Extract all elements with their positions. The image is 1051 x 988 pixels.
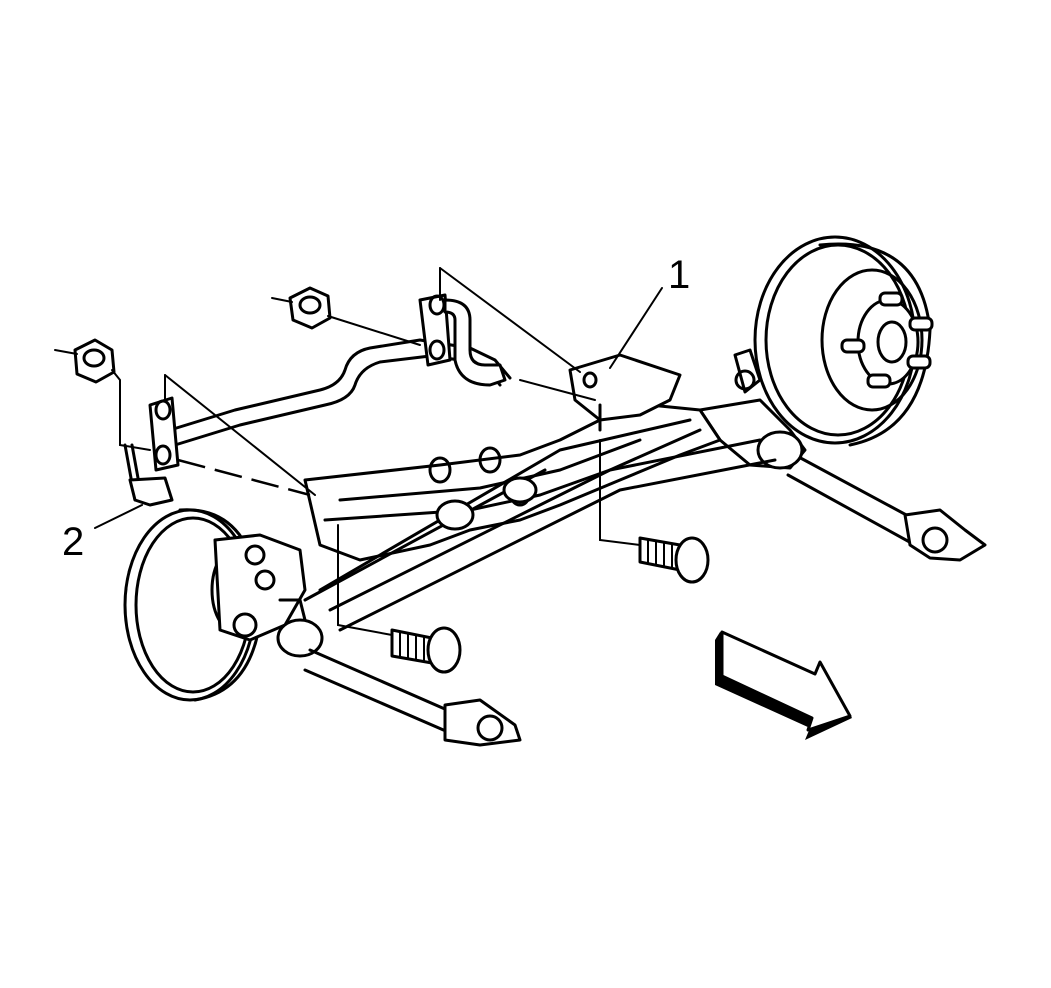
callout-2: 2: [62, 504, 143, 564]
callout-label-1: 1: [668, 253, 690, 297]
mounting-bracket-1: [568, 353, 682, 432]
lateral-links: [303, 418, 777, 632]
left-knuckle: [213, 533, 324, 658]
bolt-left: [390, 626, 462, 674]
right-trailing-arm: [786, 453, 987, 562]
front-direction-arrow: [715, 630, 852, 740]
callout-1: 1: [609, 253, 690, 369]
nut-upper: [271, 286, 332, 330]
callout-label-2: 2: [62, 520, 84, 564]
right-brake-rotor: [753, 235, 934, 447]
nut-lower: [54, 338, 116, 384]
installation-lines: [111, 267, 641, 636]
right-knuckle: [698, 348, 807, 470]
bolt-right: [638, 536, 710, 584]
left-trailing-arm: [303, 648, 522, 747]
left-stabilizer-bracket: [123, 396, 180, 507]
upper-stabilizer-bracket: [418, 293, 507, 387]
